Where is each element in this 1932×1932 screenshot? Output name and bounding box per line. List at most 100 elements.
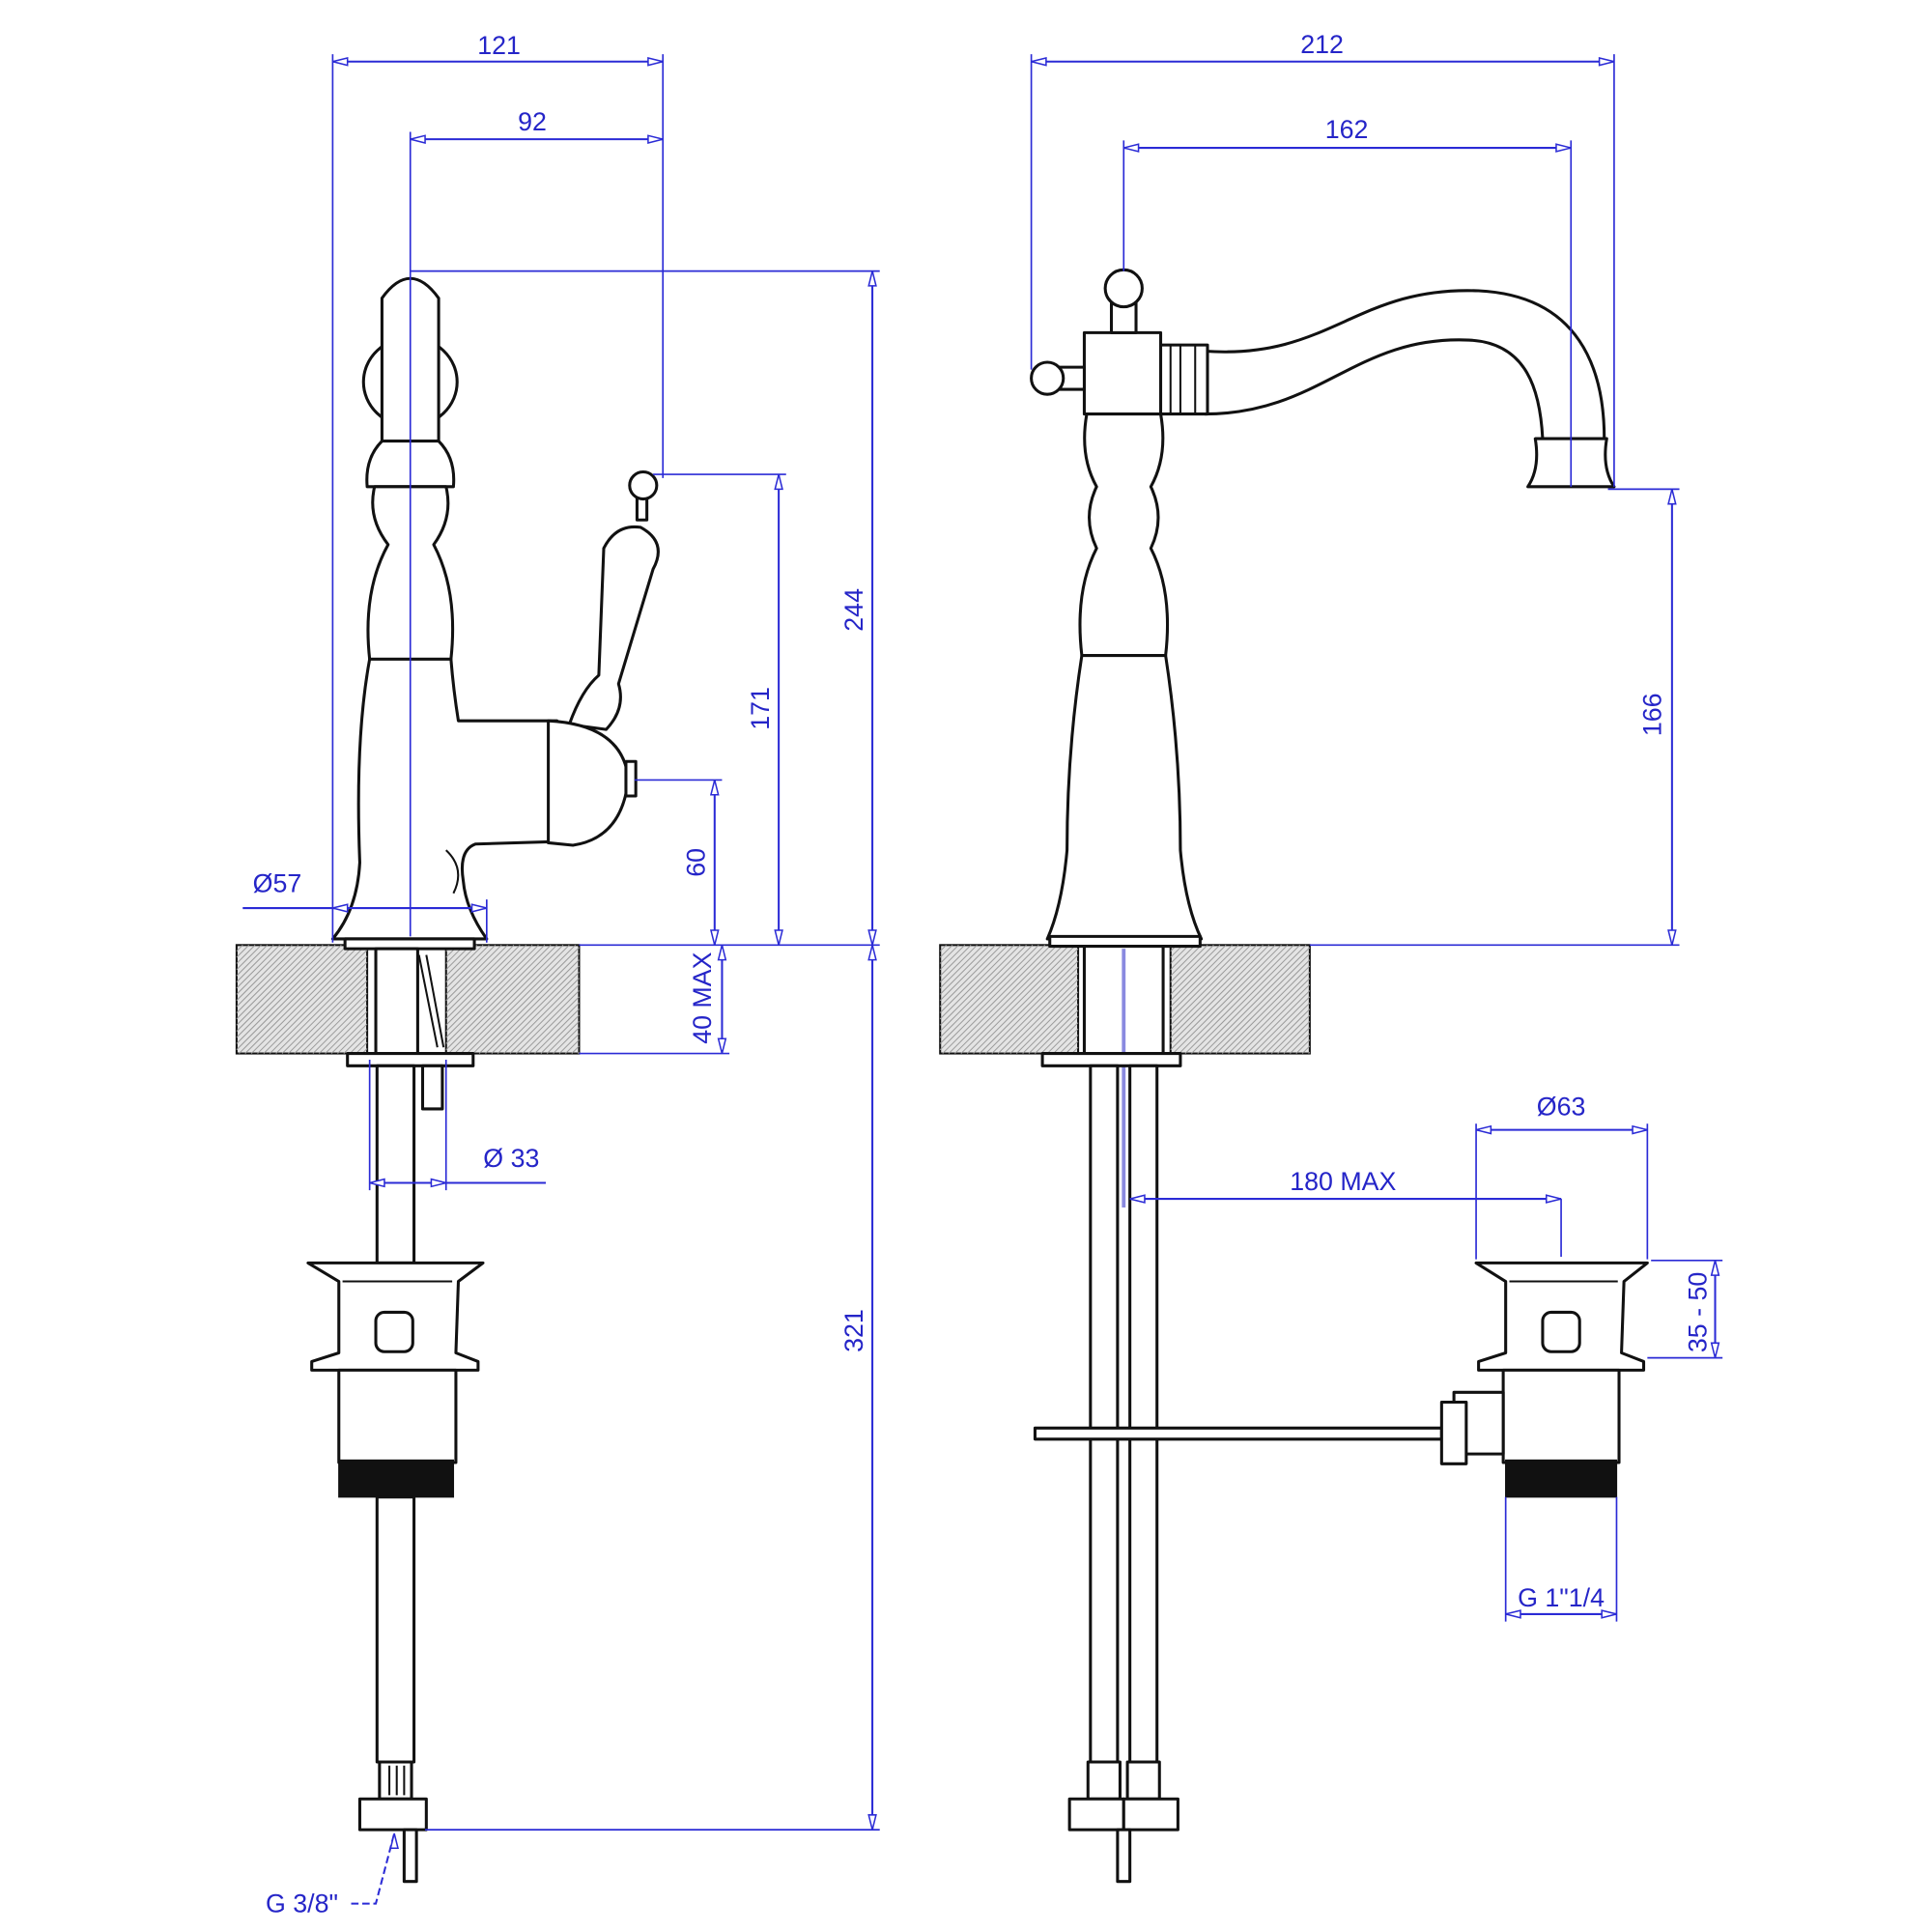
hatch-line bbox=[1170, 944, 1202, 977]
hatch-line bbox=[236, 944, 262, 971]
arrowhead bbox=[1598, 56, 1615, 67]
hatch-line bbox=[939, 944, 1039, 1044]
dim-121: 121 bbox=[477, 31, 521, 60]
hatch-line bbox=[236, 944, 318, 1026]
body-base bbox=[1045, 654, 1204, 941]
hatch-line bbox=[257, 944, 367, 1054]
hose-nut-b bbox=[1122, 1797, 1179, 1832]
leader-g-3-8 bbox=[351, 1833, 396, 1905]
dim-212: 212 bbox=[1300, 30, 1344, 59]
hatch-line bbox=[1170, 944, 1258, 1032]
hatch-line bbox=[288, 974, 368, 1054]
hatch-line bbox=[325, 1010, 368, 1054]
hatch-line bbox=[445, 944, 515, 1013]
hatch-line bbox=[485, 959, 580, 1054]
hatch-line bbox=[445, 944, 552, 1051]
dim-diameter-63: Ø63 bbox=[1537, 1092, 1586, 1121]
front-view-faucet bbox=[1030, 268, 1649, 1884]
lever-handle bbox=[567, 525, 660, 731]
hatch-line bbox=[939, 944, 978, 982]
arrowhead bbox=[1555, 143, 1572, 153]
arrowhead bbox=[1505, 1609, 1521, 1619]
hatch-line bbox=[997, 973, 1079, 1054]
hatch-line bbox=[939, 944, 1021, 1026]
hatch-line bbox=[1215, 959, 1311, 1054]
hatch-line bbox=[1240, 983, 1311, 1054]
hatch-line bbox=[1022, 997, 1079, 1054]
hatch-line bbox=[939, 944, 984, 989]
hatch-line bbox=[355, 1041, 368, 1054]
hatch-line bbox=[236, 944, 243, 952]
hatch-line bbox=[236, 944, 287, 995]
hatch-line bbox=[294, 980, 368, 1054]
hatch-line bbox=[236, 944, 250, 958]
hatch-line bbox=[445, 944, 539, 1038]
hatch-line bbox=[939, 944, 947, 952]
hatch-line bbox=[445, 944, 502, 1002]
hatch-line bbox=[1179, 944, 1289, 1054]
arrowhead bbox=[410, 134, 426, 144]
hatch-line bbox=[447, 944, 557, 1054]
hatch-line bbox=[1209, 952, 1311, 1054]
hatch-line bbox=[939, 944, 1045, 1051]
hatch-line bbox=[236, 944, 342, 1051]
arrowhead bbox=[1710, 1342, 1720, 1358]
hose-nut bbox=[357, 1797, 428, 1832]
hatch-line bbox=[939, 944, 1015, 1020]
hatch-line bbox=[939, 944, 1034, 1038]
dim-171: 171 bbox=[746, 687, 775, 730]
arrowhead bbox=[1475, 1124, 1492, 1135]
hatch-line bbox=[460, 944, 570, 1054]
hatch-line bbox=[472, 947, 580, 1054]
hatch-line bbox=[939, 944, 953, 958]
hatch-line bbox=[1170, 944, 1221, 995]
dim-diameter-57: Ø57 bbox=[253, 868, 302, 897]
hatch-line bbox=[577, 1051, 580, 1054]
hatch-line bbox=[491, 965, 580, 1054]
hatch-line bbox=[948, 944, 1058, 1054]
hatch-line bbox=[445, 944, 484, 982]
dim-92: 92 bbox=[518, 107, 547, 136]
dim-162: 162 bbox=[1325, 115, 1369, 144]
lever-knob bbox=[628, 469, 659, 501]
hatch-line bbox=[503, 978, 580, 1054]
hatch-line bbox=[939, 944, 959, 964]
hatch-line bbox=[1035, 1009, 1079, 1054]
hatch-line bbox=[942, 944, 1052, 1054]
hatch-line bbox=[985, 960, 1079, 1054]
side-view-faucet bbox=[306, 276, 660, 1884]
hose-fitting bbox=[378, 1760, 413, 1801]
arrowhead bbox=[1710, 1260, 1720, 1276]
hatch-line bbox=[1191, 944, 1301, 1054]
hatch-line bbox=[1308, 1051, 1311, 1054]
hatch-line bbox=[1228, 972, 1311, 1054]
hatch-line bbox=[1004, 979, 1079, 1054]
hatch-line bbox=[1290, 1033, 1311, 1054]
hatch-line bbox=[1197, 944, 1307, 1054]
hatch-line bbox=[236, 944, 269, 977]
hatch-line bbox=[534, 1009, 580, 1054]
hatch-line bbox=[540, 1014, 580, 1054]
hatch-line bbox=[1270, 1014, 1311, 1054]
hatch-line bbox=[1246, 990, 1311, 1054]
hatch-line bbox=[497, 972, 580, 1054]
hatch-line bbox=[1234, 978, 1311, 1054]
hose-nut-a bbox=[1067, 1797, 1125, 1832]
hatch-line bbox=[954, 944, 1065, 1054]
hatch-line bbox=[337, 1023, 368, 1054]
hatch-line bbox=[454, 944, 564, 1054]
hatch-line bbox=[1170, 944, 1190, 964]
hatch-line bbox=[939, 944, 972, 977]
arrowhead bbox=[1632, 1124, 1648, 1135]
hatch-line bbox=[318, 1005, 368, 1054]
countertop-left-a bbox=[235, 944, 369, 1055]
hatch-line bbox=[236, 944, 274, 982]
hatch-line bbox=[236, 944, 280, 989]
hatch-line bbox=[1059, 1035, 1079, 1054]
hatch-line bbox=[1170, 944, 1196, 971]
arrowhead bbox=[709, 929, 720, 946]
hose-b bbox=[1128, 1064, 1159, 1764]
hatch-line bbox=[445, 944, 508, 1008]
arrowhead bbox=[430, 1178, 446, 1188]
dim-321: 321 bbox=[839, 1309, 868, 1352]
